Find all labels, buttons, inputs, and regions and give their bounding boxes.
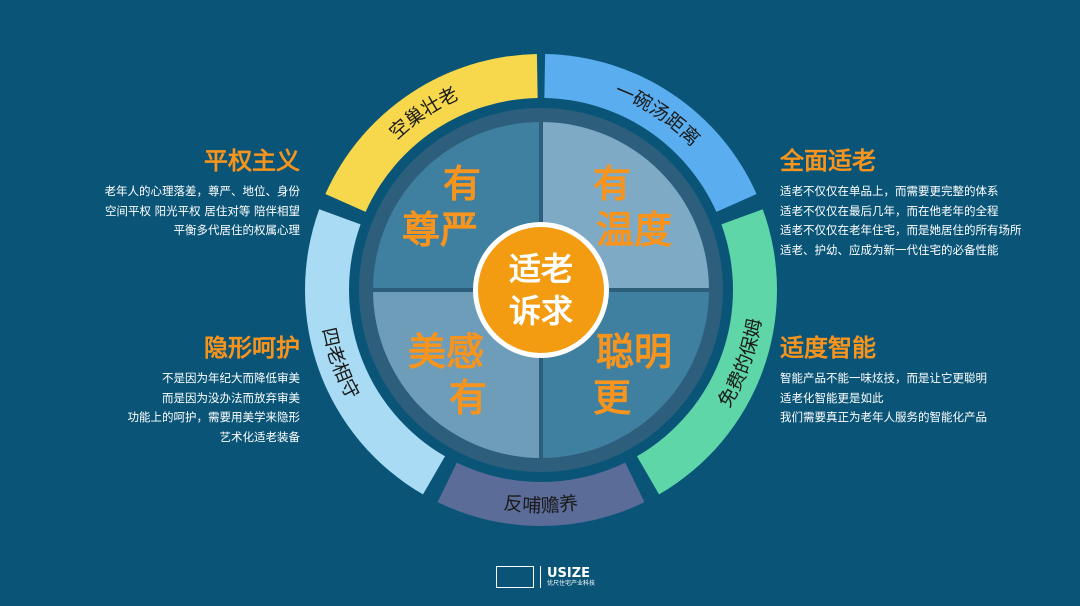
logo-sub: 优尺住宅产业科技 <box>547 579 596 587</box>
quadrant-tl-line2: 尊严 <box>402 208 478 252</box>
block-line: 平衡多代居住的权属心理 <box>173 223 301 237</box>
block-shidu: 适度智能 智能产品不能一味炫技，而是让它更聪明 适老化智能更是如此 我们需要真正… <box>780 333 987 428</box>
block-line: 适老、护幼、应成为新一代住宅的必备性能 <box>780 242 999 257</box>
block-line: 适老不仅仅在最后几年，而在他老年的全程 <box>780 203 999 218</box>
ring-segment <box>325 54 538 212</box>
block-line: 适老不仅仅在单品上，而需要更完整的体系 <box>780 184 999 198</box>
logo-brand: USIZE <box>547 565 591 581</box>
block-quanmian: 全面适老 适老不仅仅在单品上，而需要更完整的体系 适老不仅仅在最后几年，而在他老… <box>780 146 1022 260</box>
block-title: 隐形呵护 <box>204 334 300 362</box>
ring-segment <box>305 209 445 495</box>
logo-mark <box>496 566 534 588</box>
block-title: 适度智能 <box>780 334 876 362</box>
quadrant-tr-line2: 温度 <box>596 208 672 252</box>
block-line: 适老化智能更是如此 <box>780 390 884 405</box>
block-pingquan: 平权主义 老年人的心理落差，尊严、地位、身份 空间平权 阳光平权 居住对等 陪伴… <box>105 146 301 241</box>
block-title: 全面适老 <box>780 147 876 175</box>
center-circle <box>478 227 604 353</box>
quadrant-bl-line2: 有 <box>449 376 487 420</box>
center-line2: 诉求 <box>509 292 573 330</box>
ring-segment <box>637 209 777 495</box>
ring-segment <box>544 54 757 212</box>
block-line: 我们需要真正为老年人服务的智能化产品 <box>780 410 987 424</box>
block-title: 平权主义 <box>204 147 300 175</box>
quadrant-br-line1: 聪明 <box>596 330 672 374</box>
center-line1: 适老 <box>509 250 573 288</box>
block-yinxing: 隐形呵护 不是因为年纪大而降低审美 而是因为没办法而放弃审美 功能上的呵护，需要… <box>128 333 301 447</box>
block-line: 功能上的呵护，需要用美学来隐形 <box>127 410 301 424</box>
block-line: 适老不仅仅在老年住宅，而是她居住的所有场所 <box>780 223 1022 237</box>
logo-separator <box>540 566 541 588</box>
quadrant-br-line2: 更 <box>593 376 632 420</box>
block-line: 智能产品不能一味炫技，而是让它更聪明 <box>780 371 987 385</box>
block-line: 空间平权 阳光平权 居住对等 陪伴相望 <box>105 203 300 218</box>
block-line: 艺术化适老装备 <box>219 429 301 444</box>
logo: USIZE 优尺住宅产业科技 <box>496 566 595 588</box>
quadrant-tr-line1: 有 <box>593 162 631 206</box>
quadrant-bl-line1: 美感 <box>408 330 484 374</box>
block-line: 而是因为没办法而放弃审美 <box>162 390 300 405</box>
block-line: 不是因为年纪大而降低审美 <box>162 371 300 385</box>
block-line: 老年人的心理落差，尊严、地位、身份 <box>104 184 301 198</box>
ring-segment <box>437 462 645 526</box>
quadrant-tl-line1: 有 <box>443 162 481 206</box>
